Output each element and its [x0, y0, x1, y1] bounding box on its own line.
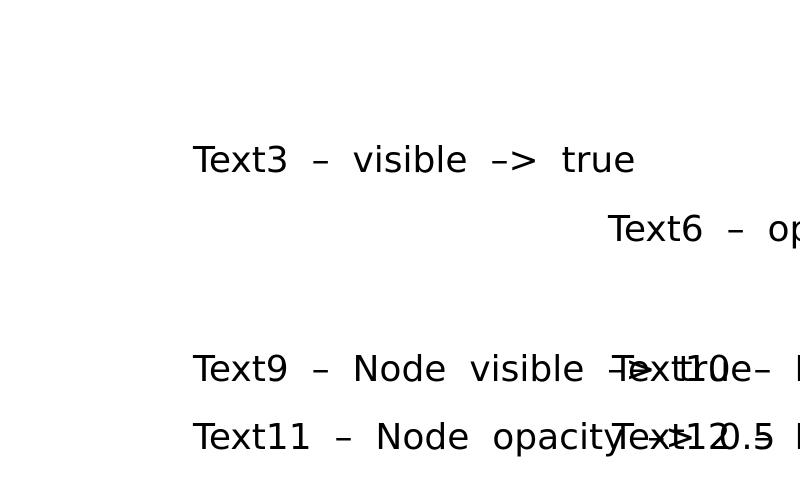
text-node-text11[interactable]: Text11 – Node opacity –> 0.5: [193, 417, 776, 458]
text-node-text9[interactable]: Text9 – Node visible –> true: [193, 349, 753, 390]
text-node-text10[interactable]: Text10 – Node visible –> false: [612, 349, 800, 390]
text-node-text6[interactable]: Text6 – opacity –> 0.5: [608, 209, 800, 250]
text-node-text12[interactable]: Text12 – Node opacity –> 1.0: [612, 417, 800, 458]
text-node-text3[interactable]: Text3 – visible –> true: [193, 140, 636, 181]
